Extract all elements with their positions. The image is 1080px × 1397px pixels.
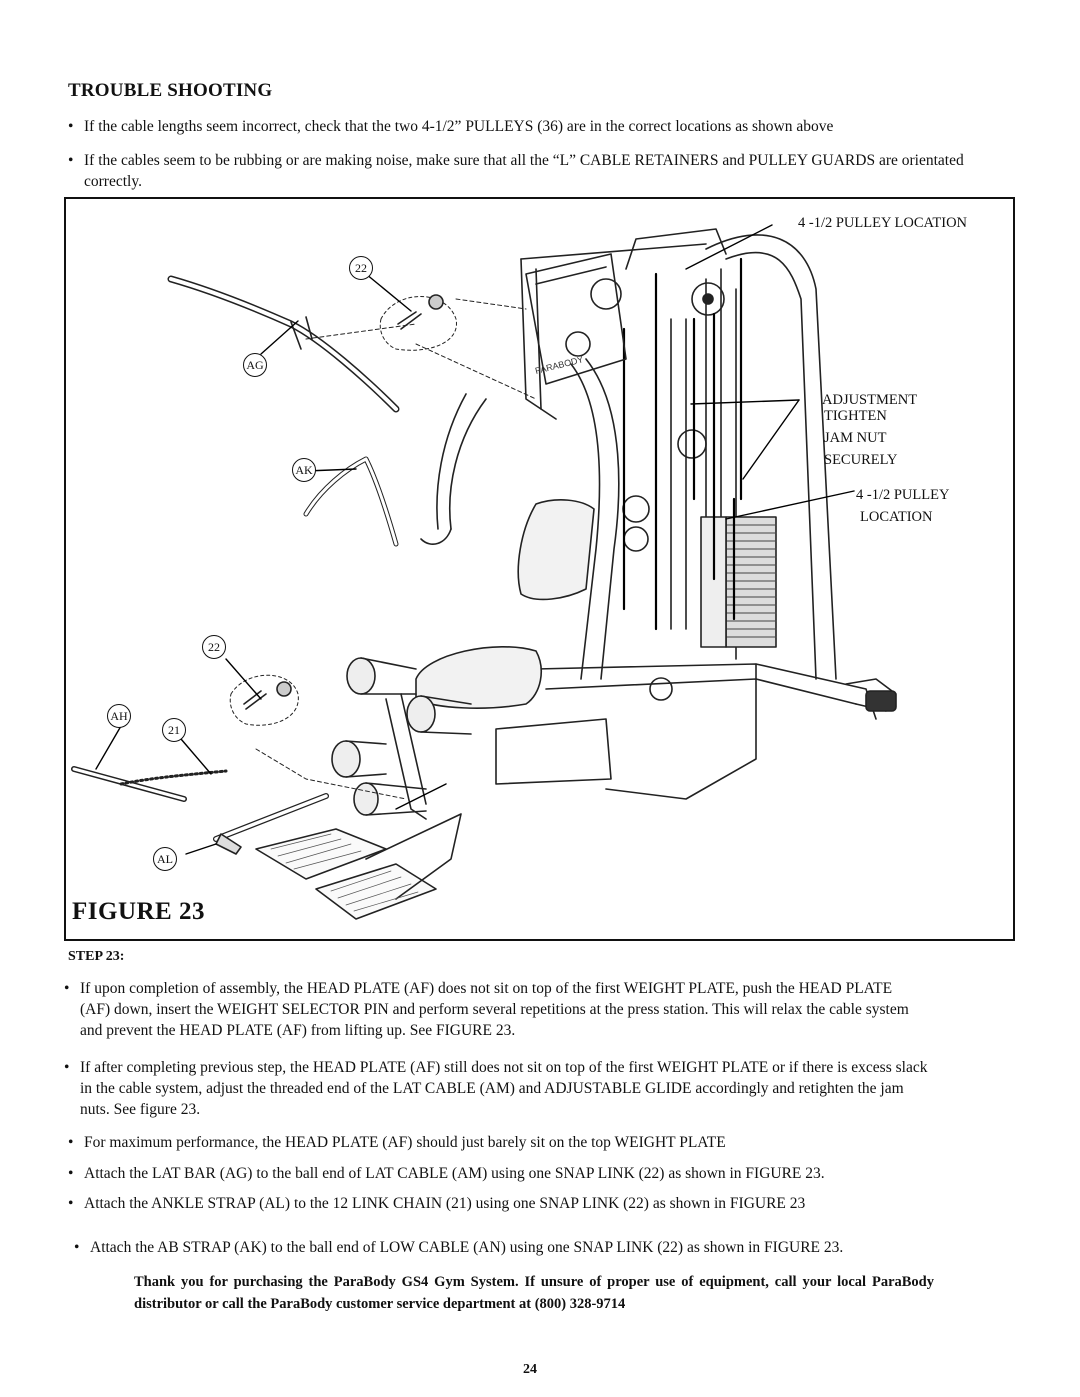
snap-link-top bbox=[379, 294, 457, 351]
callout-location: LOCATION bbox=[860, 509, 933, 525]
ankle-strap bbox=[213, 793, 329, 855]
thank-you-note: Thank you for purchasing the ParaBody GS… bbox=[134, 1274, 934, 1312]
machine-frame bbox=[420, 228, 897, 800]
step-item: • Attach the AB STRAP (AK) to the ball e… bbox=[74, 1239, 844, 1256]
step-item: • Attach the LAT BAR (AG) to the ball en… bbox=[68, 1165, 825, 1182]
badge-ab-strap: AK bbox=[292, 458, 316, 482]
step-item: • Attach the ANKLE STRAP (AL) to the 12 … bbox=[68, 1195, 806, 1212]
badge-chain: 21 bbox=[162, 718, 186, 742]
top-pulley-housing: PARABODY bbox=[525, 253, 627, 385]
leader-dashes bbox=[255, 298, 537, 800]
step-item: • For maximum performance, the HEAD PLAT… bbox=[68, 1134, 726, 1151]
handle-and-chain bbox=[71, 766, 228, 802]
ab-strap bbox=[303, 456, 399, 547]
callout-pulley-location-top: 4 -1/2 PULLEY LOCATION bbox=[798, 215, 968, 231]
snap-link-bottom bbox=[229, 674, 299, 726]
section-title: TROUBLE SHOOTING bbox=[68, 80, 273, 101]
cables bbox=[622, 257, 743, 631]
callout-tighten: TIGHTEN bbox=[824, 408, 887, 424]
callout-jam-nut: JAM NUT bbox=[824, 430, 887, 446]
step-label: STEP 23: bbox=[68, 949, 125, 964]
pulleys bbox=[565, 278, 725, 701]
badge-snap-link-top: 22 bbox=[349, 256, 373, 280]
seat bbox=[415, 645, 542, 709]
page-number: 24 bbox=[523, 1362, 537, 1377]
badge-lat-bar: AG bbox=[243, 353, 267, 377]
weight-stack bbox=[700, 516, 777, 648]
badge-handle: AH bbox=[107, 704, 131, 728]
lat-bar bbox=[167, 275, 400, 413]
figure-frame bbox=[64, 197, 1015, 941]
foot-plate bbox=[255, 813, 462, 920]
step-item: • If after completing previous step, the… bbox=[64, 1059, 928, 1118]
callout-leaders bbox=[95, 224, 855, 855]
callout-pulley-location-mid: 4 -1/2 PULLEY bbox=[856, 487, 950, 503]
back-pad bbox=[517, 499, 595, 601]
badge-snap-link-bottom: 22 bbox=[202, 635, 226, 659]
troubleshooting-item: • If the cable lengths seem incorrect, c… bbox=[68, 118, 834, 135]
callout-adjustment: ADJUSTMENT bbox=[822, 392, 918, 408]
troubleshooting-item: • If the cables seem to be rubbing or ar… bbox=[68, 152, 964, 190]
figure-label: FIGURE 23 bbox=[72, 898, 205, 925]
callout-securely: SECURELY bbox=[824, 452, 898, 468]
step-item: • If upon completion of assembly, the HE… bbox=[64, 980, 909, 1039]
gym-assembly-illustration: PARABODY bbox=[71, 224, 897, 920]
badge-ankle-strap: AL bbox=[153, 847, 177, 871]
leg-rollers bbox=[331, 657, 472, 820]
